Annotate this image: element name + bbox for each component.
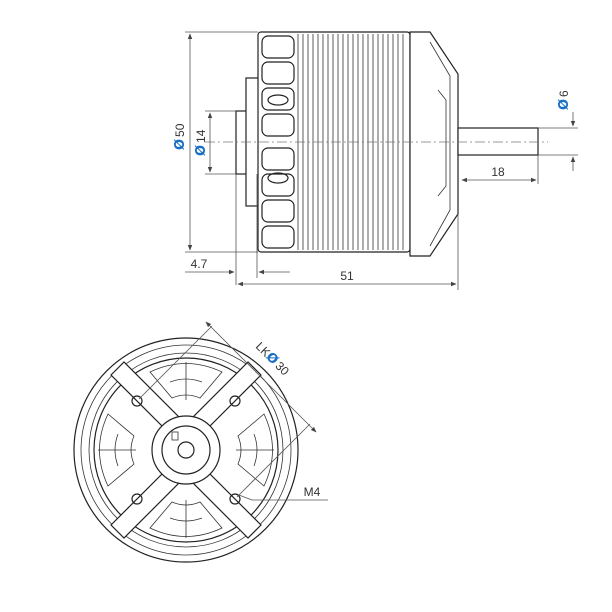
boss-length-label: 4.7 [191,257,208,271]
dim-shaft-length: 18 [461,155,539,184]
side-view: Ø50 Ø14 Ø6 18 [173,31,578,290]
rear-bell [409,31,459,257]
dia-shaft-label: Ø6 [557,90,572,110]
dia-boss-label: Ø14 [194,129,209,156]
thread-label: M4 [304,485,321,499]
total-length-label: 51 [340,269,354,283]
outer-rim [73,337,299,563]
dim-shaft-diameter: Ø6 [538,90,578,171]
output-shaft [457,127,539,156]
shaft-bore [177,441,195,459]
dim-outer-diameter: Ø50 [173,31,258,253]
dim-boss-diameter: Ø14 [194,110,236,175]
cooling-slots [261,35,295,249]
dim-boss-length: 4.7 [185,174,290,285]
dim-thread: M4 [238,485,328,501]
shaft-length-label: 18 [491,165,505,179]
dim-total-length: 51 [237,214,459,290]
front-view: LKØ30 M4 [73,321,328,563]
dia-outer-label: Ø50 [173,123,188,150]
